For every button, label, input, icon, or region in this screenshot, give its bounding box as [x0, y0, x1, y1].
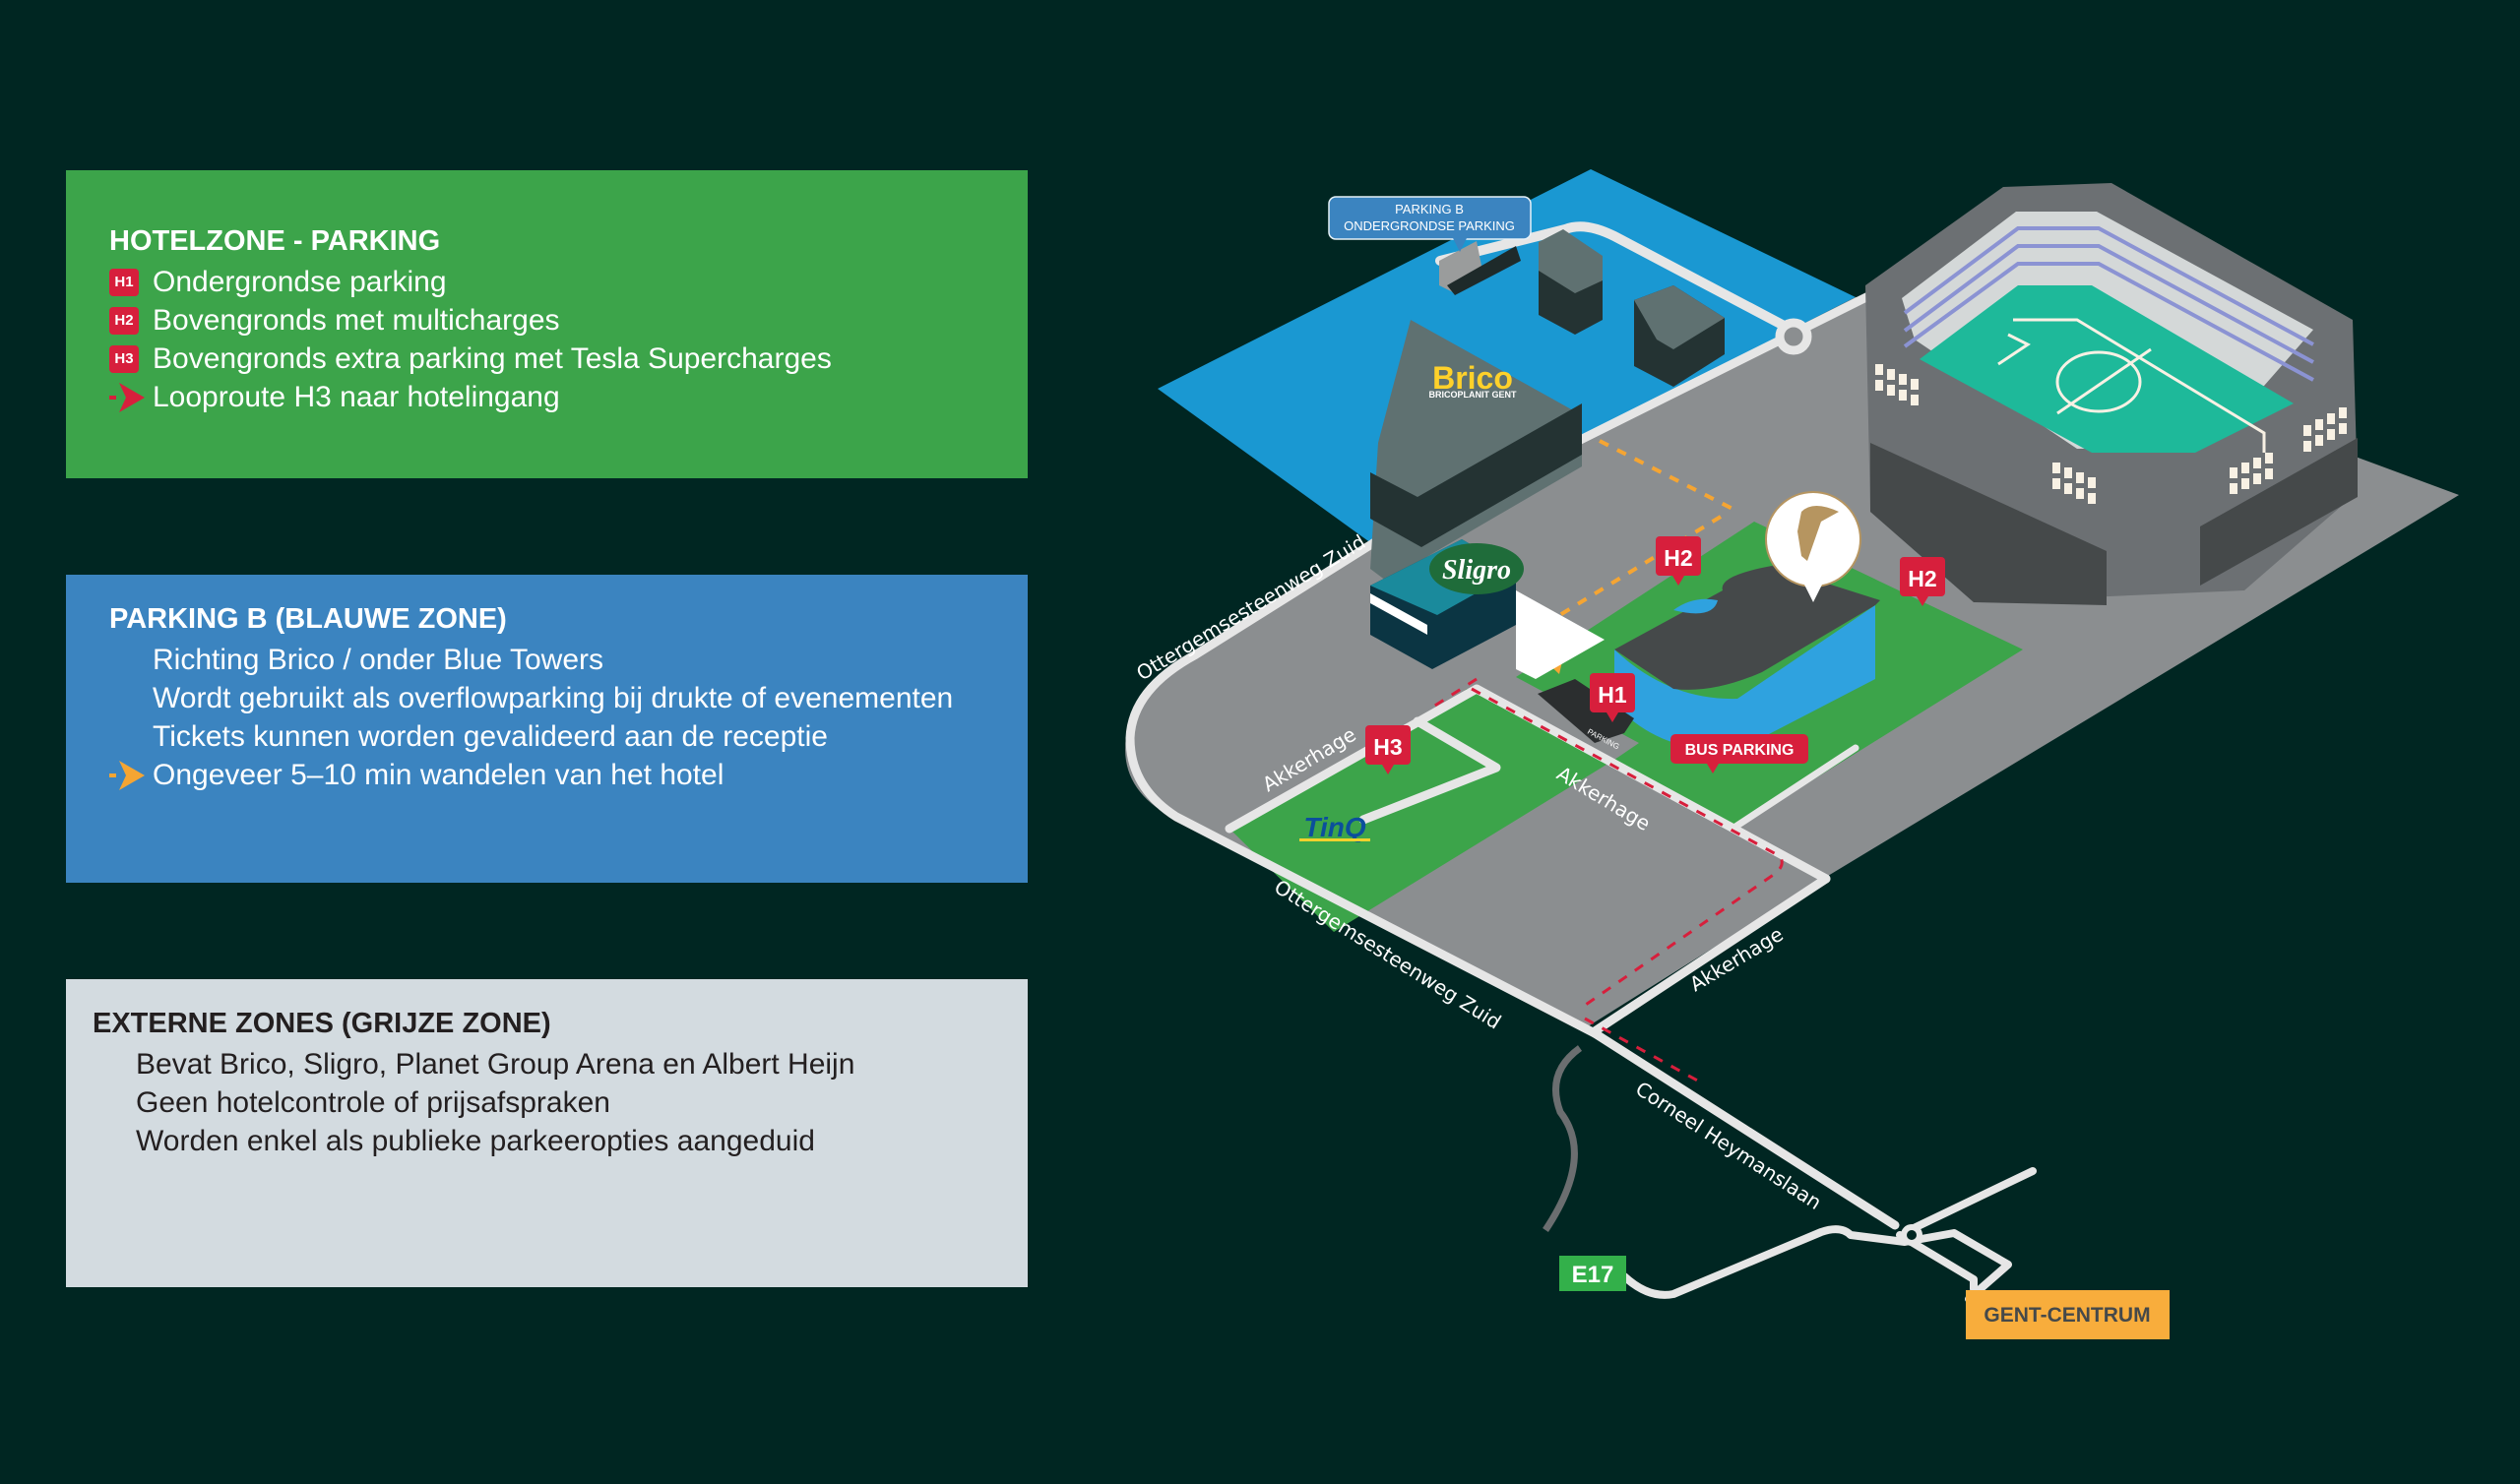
- external-zones-list: Bevat Brico, Sligro, Planet Group Arena …: [93, 1045, 854, 1160]
- road-akkerhage-inner: [1225, 684, 1831, 884]
- legend-item-text: Bovengronds extra parking met Tesla Supe…: [153, 342, 832, 375]
- marker-bus-parking[interactable]: BUS PARKING: [1670, 734, 1808, 773]
- legend-item: Wordt gebruikt als overflowparking bij d…: [109, 679, 953, 717]
- legend-item: Geen hotelcontrole of prijsafspraken: [93, 1083, 854, 1122]
- marker-h2-left[interactable]: H2: [1656, 536, 1701, 586]
- hotel-pin: [1765, 491, 1861, 602]
- external-zones-legend-panel: EXTERNE ZONES (GRIJZE ZONE) Bevat Brico,…: [66, 979, 1028, 1287]
- legend-item-text: Richting Brico / onder Blue Towers: [153, 644, 603, 676]
- legend-item-text: Wordt gebruikt als overflowparking bij d…: [153, 682, 954, 714]
- road-ottergem-outer: [1125, 538, 1600, 1038]
- road-corneel: [1590, 1028, 1900, 1230]
- external-zones-title: EXTERNE ZONES (GRIJZE ZONE): [93, 1008, 551, 1039]
- toucan-logo-icon: [1797, 506, 1839, 561]
- legend-item: Tickets kunnen worden gevalideerd aan de…: [109, 717, 953, 756]
- parking-b-list: Richting Brico / onder Blue Towers Wordt…: [109, 641, 953, 794]
- legend-item: Bevat Brico, Sligro, Planet Group Arena …: [93, 1045, 854, 1083]
- legend-item-walk-time: Ongeveer 5–10 min wandelen van het hotel: [109, 756, 953, 794]
- sign-e17: E17: [1559, 1256, 1626, 1291]
- road-e17: [1620, 1225, 2012, 1303]
- legend-item-text: Bevat Brico, Sligro, Planet Group Arena …: [136, 1048, 855, 1081]
- hotel-zone-main: [1516, 522, 2023, 829]
- parking-b-ramp: [1439, 241, 1481, 293]
- walk-route-h3: [1429, 677, 1784, 1084]
- legend-item-h2: H2 Bovengronds met multicharges: [109, 301, 832, 340]
- legend-item-text: Ondergrondse parking: [153, 266, 447, 298]
- stadium-windows: [1875, 364, 2347, 504]
- sign-e17-label: E17: [1572, 1262, 1614, 1288]
- red-arrow-icon: [109, 378, 153, 416]
- hotelzone-title: HOTELZONE - PARKING: [109, 225, 441, 257]
- legend-item-text: Ongeveer 5–10 min wandelen van het hotel: [153, 759, 724, 791]
- blue-tower-1-top: [1539, 229, 1603, 293]
- blue-tower-2-top: [1634, 285, 1725, 349]
- orange-arrow-icon: [109, 756, 153, 794]
- road-akkerhage-right: [1590, 874, 1831, 1036]
- marker-h2-left-label: H2: [1664, 545, 1692, 571]
- sign-gent-centrum-label: GENT-CENTRUM: [1984, 1304, 2150, 1327]
- legend-item-text: Looproute H3 naar hotelingang: [153, 381, 560, 413]
- legend-item-walk-route: Looproute H3 naar hotelingang: [109, 378, 832, 416]
- brico-subtitle: BRICOPLANIT GENT: [1429, 390, 1518, 400]
- legend-item-text: Worden enkel als publieke parkeeropties …: [136, 1125, 815, 1157]
- roundabout: [1775, 318, 1812, 355]
- tinq-logo: TinQ: [1303, 812, 1365, 842]
- marker-h3-label: H3: [1373, 734, 1402, 760]
- grey-road-curve: [1543, 1045, 1583, 1232]
- legend-item-h1: H1 Ondergrondse parking: [109, 263, 832, 301]
- legend-item: Worden enkel als publieke parkeeropties …: [93, 1122, 854, 1160]
- h1-badge-icon: H1: [109, 268, 139, 296]
- marker-h1[interactable]: H1: [1590, 673, 1635, 722]
- hotel-zone-h3: [1229, 689, 1614, 932]
- road-northeast: [1906, 1167, 2037, 1234]
- road-h3-lot: [1358, 716, 1501, 825]
- sligro-logo-bg: [1429, 543, 1524, 594]
- parking-b-callout: PARKING B ONDERGRONDSE PARKING: [1328, 196, 1532, 252]
- brico-logo: Brico: [1432, 360, 1513, 396]
- parking-b-entrance: [1447, 246, 1521, 295]
- brico-building: [1370, 320, 1582, 581]
- marker-h2-right[interactable]: H2: [1900, 557, 1945, 606]
- road-gent-centrum: [1896, 1231, 1978, 1293]
- h2-badge-icon: H2: [109, 306, 139, 335]
- h1-entrance: [1538, 679, 1634, 743]
- parking-b-callout-line2: ONDERGRONDSE PARKING: [1344, 218, 1515, 233]
- marker-bus-parking-label: BUS PARKING: [1685, 742, 1795, 759]
- hotelzone-list: H1 Ondergrondse parking H2 Bovengronds m…: [109, 263, 832, 416]
- parking-b-title: PARKING B (BLAUWE ZONE): [109, 603, 507, 635]
- parking-b-callout-line1: PARKING B: [1395, 202, 1464, 216]
- tinq-logo-underline: [1299, 838, 1370, 841]
- sligro-logo: Sligro: [1442, 555, 1511, 586]
- roundabout-south: [1901, 1224, 1922, 1246]
- marker-h3[interactable]: H3: [1365, 725, 1411, 774]
- stadium: [1865, 183, 2358, 605]
- road-blue-loop: [1435, 221, 1796, 335]
- marker-h1-label: H1: [1598, 682, 1627, 708]
- legend-item-h3: H3 Bovengronds extra parking met Tesla S…: [109, 340, 832, 378]
- sign-gent-centrum: GENT-CENTRUM: [1966, 1290, 2170, 1339]
- parking-b-zone: [1158, 169, 1856, 543]
- legend-item: Richting Brico / onder Blue Towers: [109, 641, 953, 679]
- legend-item-text: Geen hotelcontrole of prijsafspraken: [136, 1086, 610, 1119]
- marker-h2-right-label: H2: [1908, 566, 1936, 591]
- legend-item-text: Tickets kunnen worden gevalideerd aan de…: [153, 720, 828, 753]
- street-label-corneel: Corneel Heymanslaan: [1631, 1077, 1826, 1214]
- h3-badge-icon: H3: [109, 344, 139, 373]
- legend-item-text: Bovengronds met multicharges: [153, 304, 560, 337]
- parking-b-legend-panel: PARKING B (BLAUWE ZONE) Richting Brico /…: [66, 575, 1028, 883]
- road-bus-exit: [1729, 744, 1859, 833]
- hotelzone-legend-panel: HOTELZONE - PARKING H1 Ondergrondse park…: [66, 170, 1028, 478]
